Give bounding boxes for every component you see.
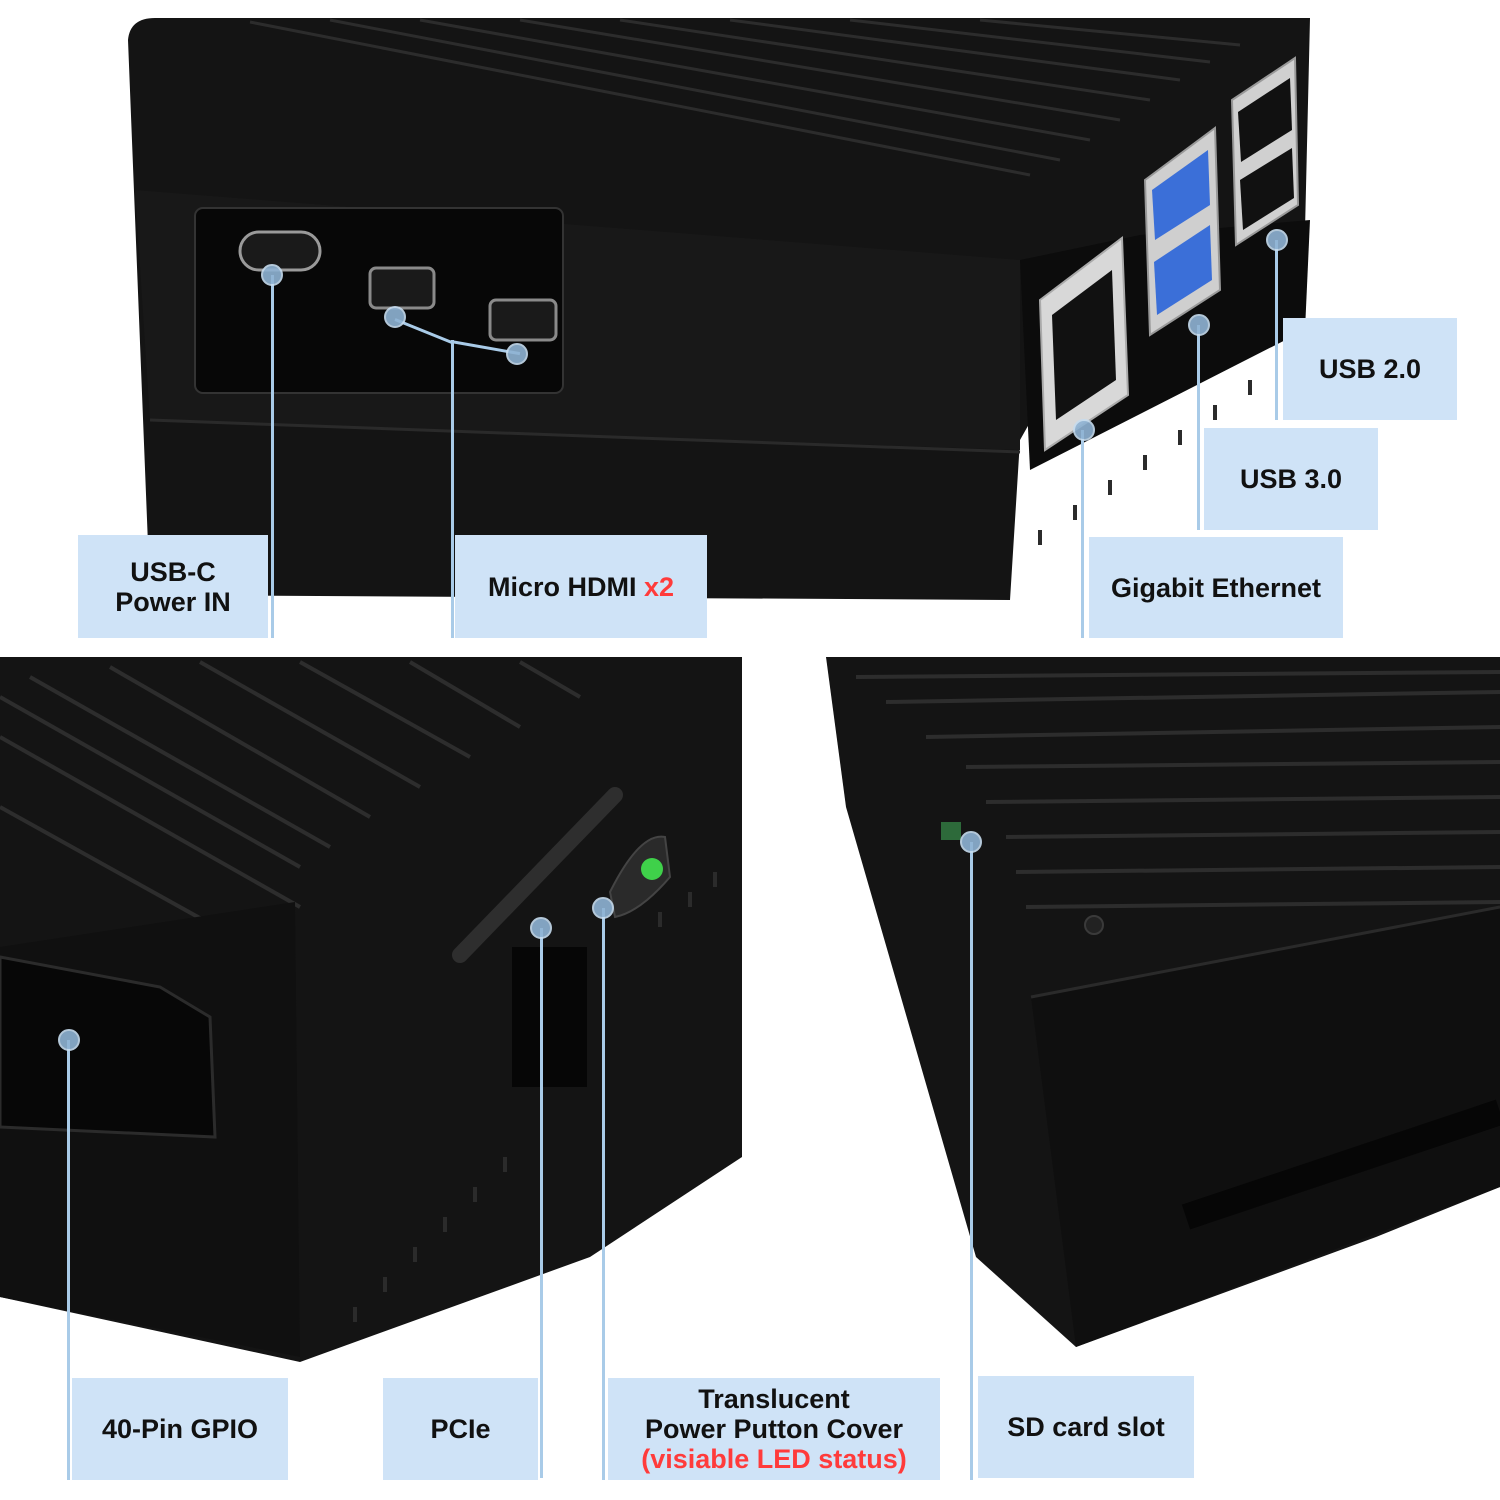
label-gigabit-ethernet: Gigabit Ethernet (1089, 537, 1343, 638)
marker-gpio (58, 1029, 80, 1051)
marker-micro-hdmi-2 (506, 343, 528, 365)
marker-ethernet (1073, 419, 1095, 441)
photo-sd-view (826, 657, 1500, 1372)
label-power-button-line1: Translucent (698, 1384, 850, 1414)
marker-micro-hdmi-1 (384, 306, 406, 328)
marker-usb30 (1188, 314, 1210, 336)
marker-usbc (261, 264, 283, 286)
leader-sd-card (970, 842, 973, 1480)
label-usbc-line1: USB-C (130, 556, 216, 587)
case-gpio-illustration (0, 657, 742, 1362)
label-gigabit-ethernet-text: Gigabit Ethernet (1110, 572, 1321, 603)
label-sd-card-text: SD card slot (1007, 1412, 1165, 1442)
label-gpio-text: 40-Pin GPIO (101, 1414, 259, 1444)
leader-micro-hdmi (451, 340, 454, 638)
marker-usb20 (1266, 229, 1288, 251)
leader-pcie (540, 928, 543, 1478)
label-power-button-line2: Power Putton Cover (644, 1414, 903, 1444)
leader-gpio (67, 1040, 70, 1480)
leader-usb30 (1197, 325, 1200, 530)
label-pcie: PCIe (383, 1378, 538, 1480)
leader-usbc (271, 275, 274, 638)
label-usbc-line2: Power IN (115, 586, 231, 617)
case-sd-illustration (826, 657, 1500, 1347)
label-micro-hdmi: Micro HDMI x2 (455, 535, 707, 638)
label-usb30: USB 3.0 (1204, 428, 1378, 530)
label-usbc-power-in: USB-C Power IN (78, 535, 268, 638)
marker-power-button (592, 897, 614, 919)
label-power-button-note: (visiable LED status) (641, 1444, 907, 1474)
case-ports-illustration (128, 18, 1310, 600)
marker-pcie (530, 917, 552, 939)
leader-usb20 (1275, 240, 1278, 420)
photo-ports-view (0, 0, 1500, 640)
photo-gpio-view (0, 657, 742, 1367)
label-usb30-text: USB 3.0 (1239, 464, 1343, 494)
label-power-button-cover: Translucent Power Putton Cover (visiable… (608, 1378, 940, 1480)
label-usb20-text: USB 2.0 (1318, 354, 1422, 384)
label-micro-hdmi-count: x2 (643, 571, 675, 602)
marker-sd-card (960, 831, 982, 853)
leader-power-button (602, 908, 605, 1480)
label-gpio: 40-Pin GPIO (72, 1378, 288, 1480)
label-usb20: USB 2.0 (1283, 318, 1457, 420)
label-sd-card: SD card slot (978, 1376, 1194, 1478)
leader-ethernet (1081, 430, 1084, 638)
label-pcie-text: PCIe (430, 1414, 491, 1444)
label-micro-hdmi-text: Micro HDMI (487, 571, 637, 602)
